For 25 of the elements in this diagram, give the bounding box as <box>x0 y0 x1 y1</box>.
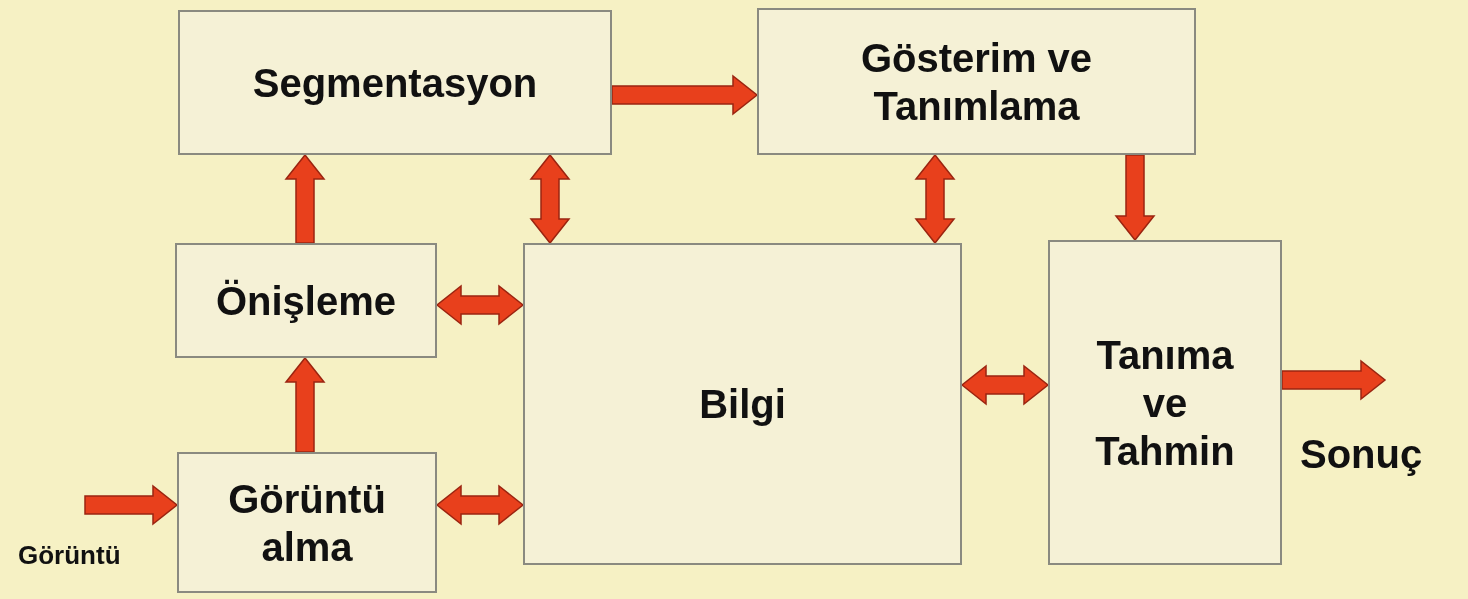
box-label: Segmentasyon <box>252 59 538 107</box>
arrow <box>435 484 525 526</box>
arrow <box>529 153 571 245</box>
arrow <box>284 356 326 453</box>
arrow <box>1281 359 1387 401</box>
process-box <box>175 243 437 358</box>
box-label: Önişleme <box>215 277 397 325</box>
arrow <box>960 364 1050 406</box>
knowledge-box <box>523 243 962 565</box>
arrow <box>1114 154 1156 242</box>
process-box <box>1048 240 1282 565</box>
arrow <box>84 484 179 526</box>
box-label: Gösterim ve Tanımlama <box>859 34 1094 130</box>
process-box <box>757 8 1196 155</box>
arrow <box>914 153 956 245</box>
process-box <box>178 10 612 155</box>
box-label: Bilgi <box>699 381 786 428</box>
arrow <box>435 284 525 326</box>
arrow <box>284 153 326 244</box>
process-box <box>177 452 437 593</box>
box-label: Tanıma ve Tahmin <box>1094 331 1236 475</box>
output-label: Sonuç <box>1300 432 1423 477</box>
box-label: Görüntü alma <box>227 475 387 571</box>
arrow <box>611 74 759 116</box>
input-label: Görüntü <box>18 540 121 571</box>
